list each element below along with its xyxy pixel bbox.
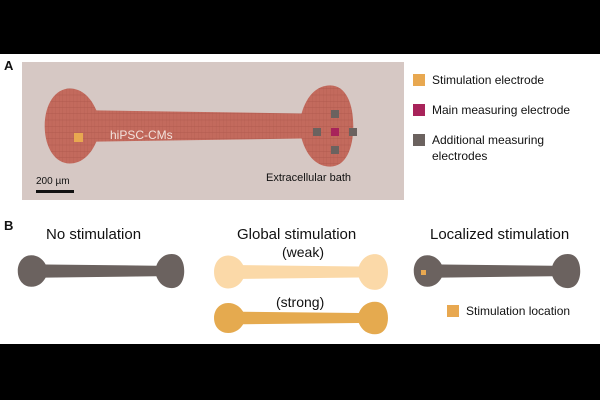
scale-bar-label: 200 µm (36, 176, 70, 187)
stimulation-location-swatch (447, 305, 459, 317)
no-stimulation-title: No stimulation (46, 226, 142, 243)
panel-a-letter: A (4, 58, 14, 73)
tissue-shape (44, 85, 354, 167)
main-measuring-electrode (331, 128, 339, 136)
legend-swatch-additional (413, 134, 425, 146)
tissue-localized-stimulation (413, 253, 581, 289)
tissue-global-strong (214, 301, 388, 335)
stimulation-electrode (74, 133, 83, 142)
legend-label-additional-line1: Additional measuring (432, 133, 545, 147)
scale-bar (36, 190, 74, 193)
weak-label: (weak) (282, 244, 325, 260)
extracellular-bath: hiPSC-CMs Extracellular bath 200 µm (22, 62, 404, 200)
tissue-label: hiPSC-CMs (110, 128, 173, 142)
legend-swatch-stimulation (413, 74, 425, 86)
legend-label-additional-line2: electrodes (432, 149, 488, 163)
measuring-electrode-right (349, 128, 357, 136)
strong-label: (strong) (276, 294, 325, 310)
localized-stimulation-title: Localized stimulation (430, 226, 570, 243)
tissue-no-stimulation (17, 253, 185, 289)
panel-b-letter: B (4, 218, 14, 233)
legend-label-main-measuring: Main measuring electrode (432, 103, 571, 117)
legend-label-stimulation: Stimulation electrode (432, 73, 545, 87)
legend-swatch-main-measuring (413, 104, 425, 116)
localized-stimulation-marker (421, 270, 426, 275)
measuring-electrode-bottom (331, 146, 339, 154)
measuring-electrode-top (331, 110, 339, 118)
measuring-electrode-left (313, 128, 321, 136)
tissue-global-weak (214, 254, 388, 290)
figure-panel: A hiPSC-CMs Extracellular bath 200 µm St… (0, 54, 600, 344)
bath-label: Extracellular bath (266, 172, 351, 184)
global-stimulation-title: Global stimulation (237, 226, 357, 243)
stimulation-location-label: Stimulation location (466, 304, 571, 318)
